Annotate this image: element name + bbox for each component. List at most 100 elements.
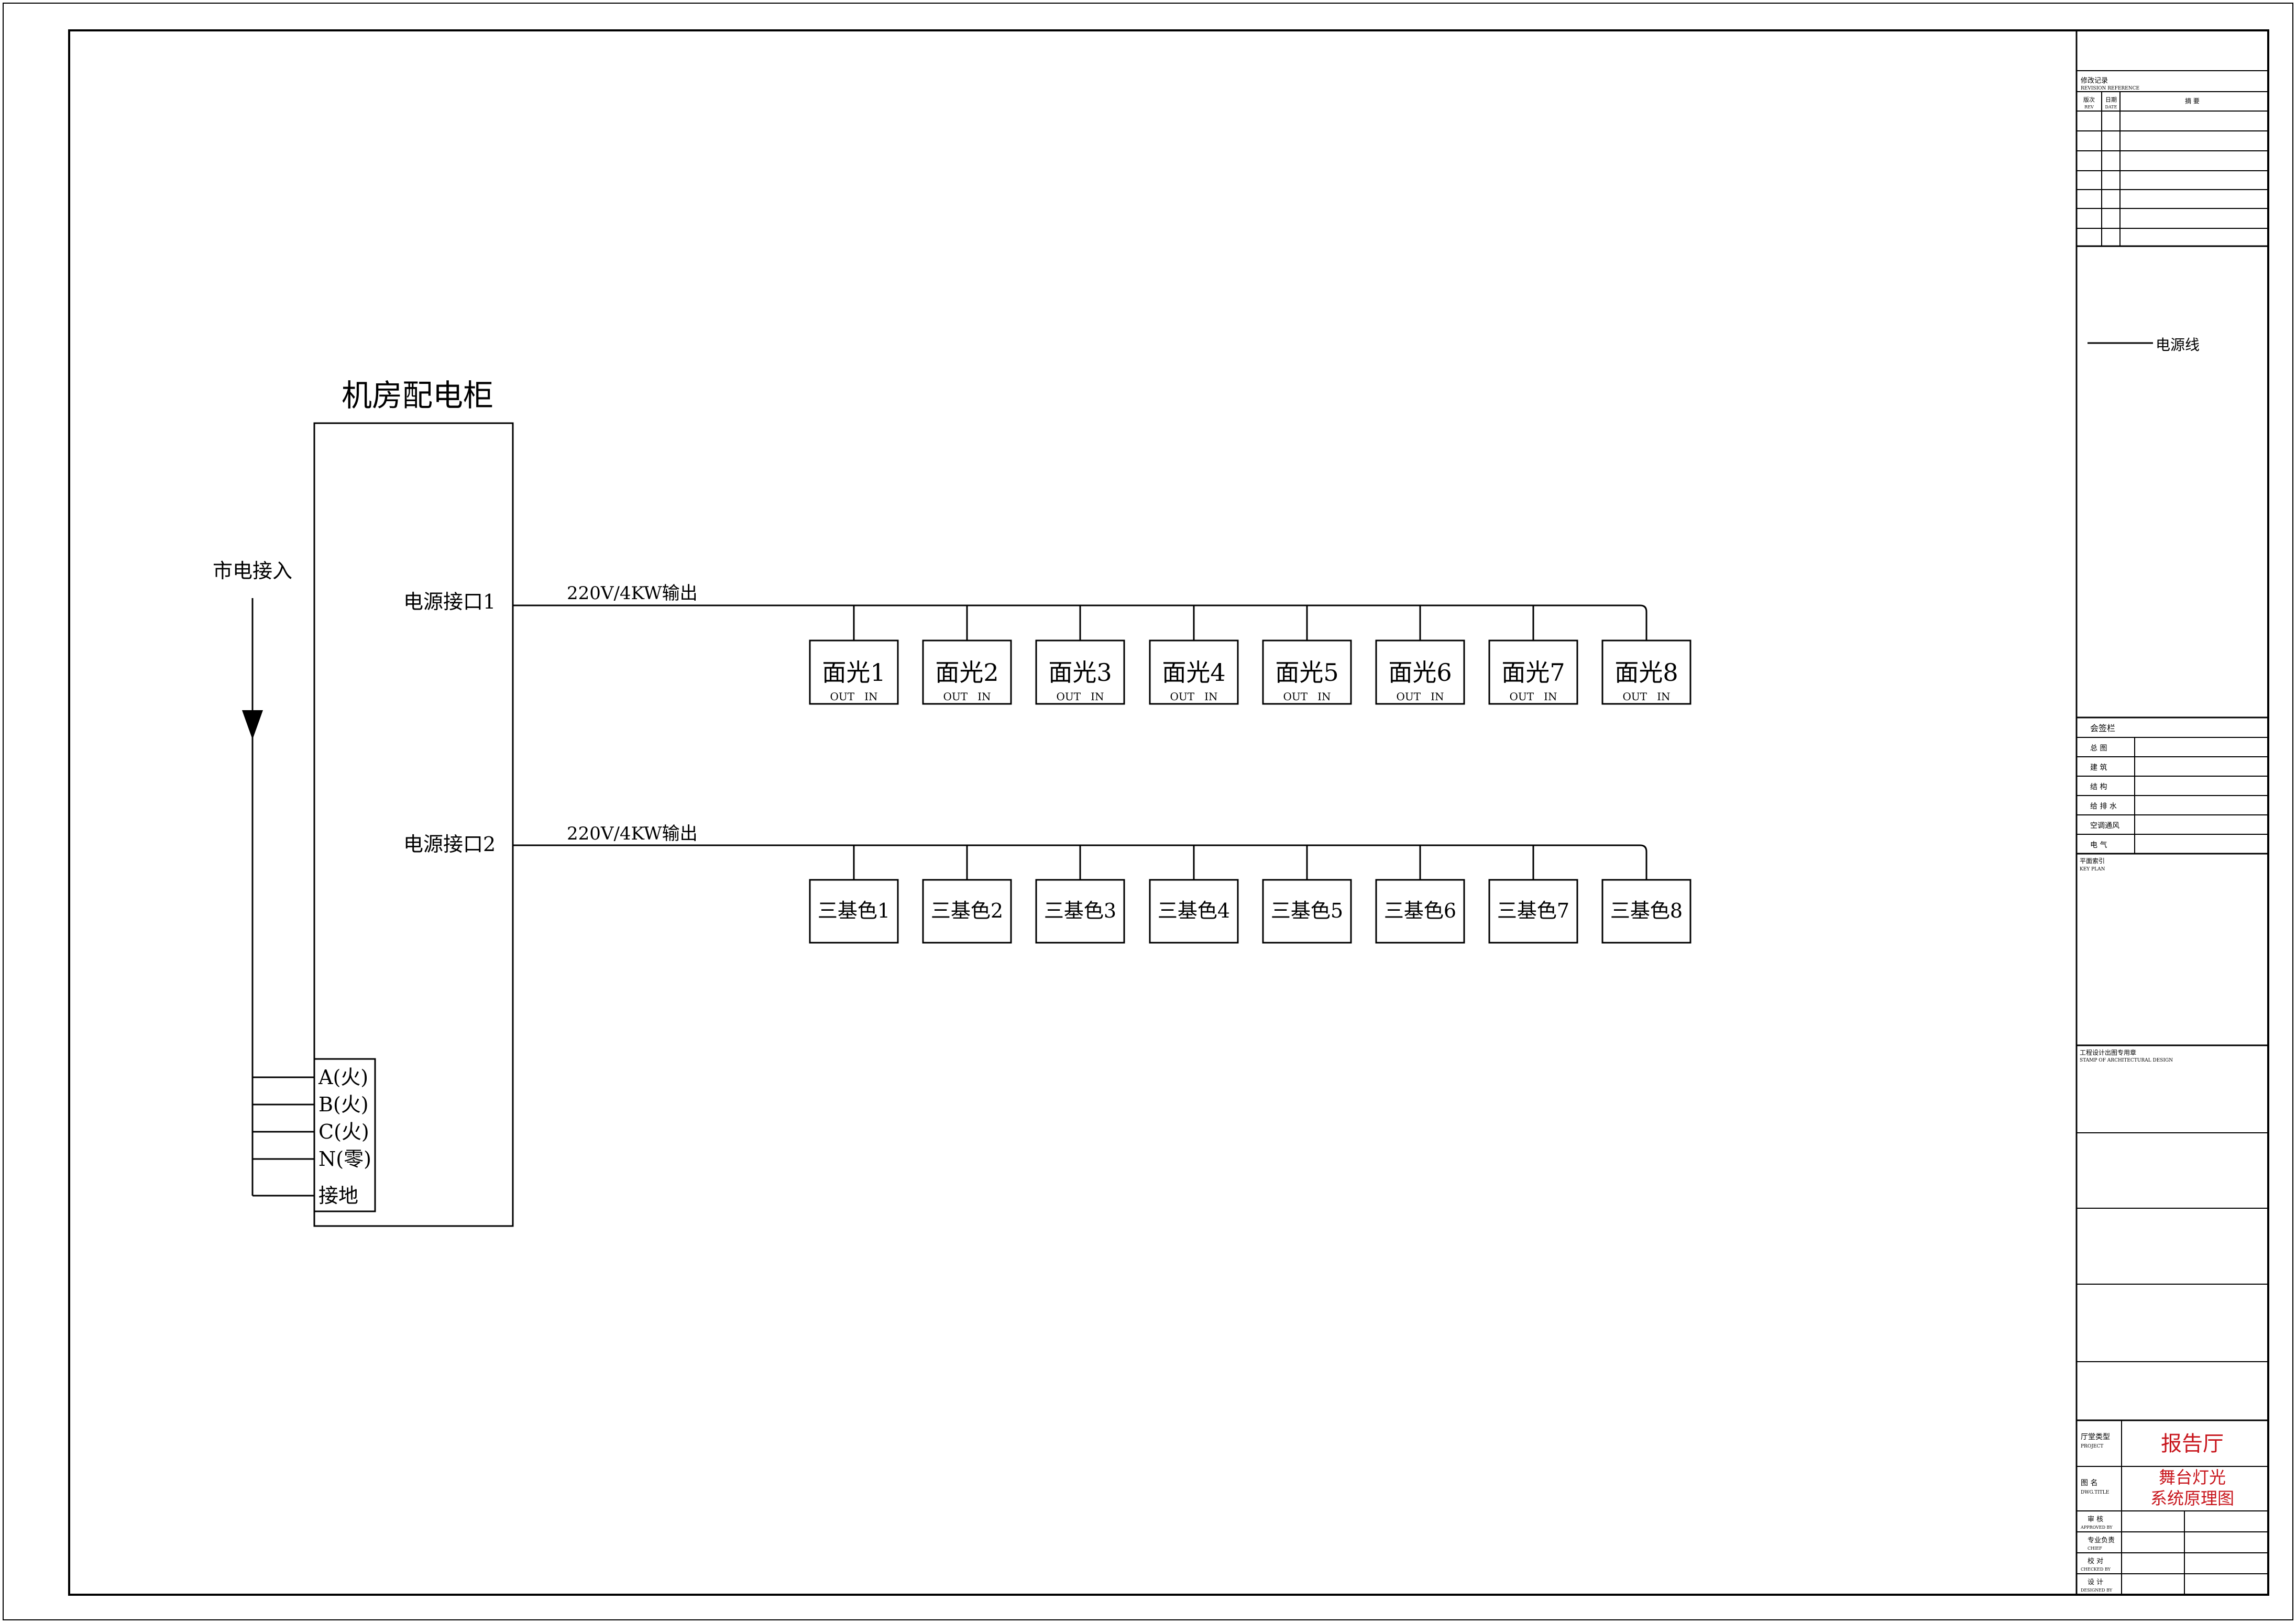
device-port-label: OUT IN (830, 690, 877, 703)
stamp-label: 工程设计出图专用章 (2080, 1048, 2136, 1056)
key-plan-label-en: KEY PLAN (2080, 867, 2105, 872)
device-label: 面光7 (1501, 658, 1565, 687)
device-port-label: OUT IN (1396, 690, 1444, 703)
device-box (1601, 639, 1691, 705)
device-box (1149, 639, 1239, 705)
device-label: 面光6 (1388, 658, 1452, 687)
feeder-2-bus-end (1640, 844, 1647, 852)
device-box (1262, 639, 1352, 705)
project-label: 厅堂类型 (2081, 1433, 2110, 1441)
port1-label: 电源接口1 (403, 590, 496, 613)
rev-col-summary: 摘 要 (2185, 97, 2200, 105)
rev-col-rev: 版次 (2083, 96, 2095, 103)
device-label: 三基色4 (1158, 899, 1230, 922)
device-box (809, 639, 899, 705)
device-label: 三基色1 (818, 899, 890, 922)
mains-arrow (242, 710, 263, 739)
device-label: 三基色3 (1044, 899, 1116, 922)
device-label: 三基色7 (1497, 899, 1569, 922)
device-label: 面光5 (1275, 658, 1338, 687)
cabinet-title: 机房配电柜 (342, 378, 493, 413)
feeder-1-output-label: 220V/4KW输出 (567, 583, 698, 604)
stamp-label-en: STAMP OF ARCHITECTURAL DESIGN (2080, 1058, 2173, 1063)
approved-label-en: APPROVED BY (2080, 1525, 2113, 1530)
sign-row-hvac: 空调通风 (2090, 822, 2119, 830)
device-box (1488, 639, 1578, 705)
dwg-title-value-2: 系统原理图 (2150, 1488, 2234, 1508)
dwg-title-label: 图 名 (2081, 1479, 2097, 1487)
device-port-label: OUT IN (1056, 690, 1104, 703)
title-block-texts: 修改记录 REVISION REFERENCE 版次 REV 日期 DATE 摘… (2080, 77, 2234, 1593)
designed-label: 设 计 (2088, 1578, 2103, 1586)
chief-label-en: CHIEF (2088, 1546, 2102, 1551)
device-label: 三基色6 (1384, 899, 1456, 922)
approved-label: 审 核 (2088, 1516, 2103, 1523)
dwg-title-value-1: 舞台灯光 (2159, 1467, 2226, 1487)
device-label: 三基色5 (1271, 899, 1343, 922)
cabinet-box (313, 422, 514, 1227)
device-port-label: OUT IN (1509, 690, 1557, 703)
device-box (1488, 879, 1578, 944)
sign-header: 会签栏 (2090, 723, 2115, 733)
device-port-label: OUT IN (1622, 690, 1670, 703)
phase-ties (252, 1076, 314, 1197)
phase-label-0: A(火) (318, 1066, 368, 1089)
title-block (2075, 30, 2268, 1595)
device-box (1601, 879, 1691, 944)
mains-input: 市电接入 (213, 559, 314, 1197)
device-label: 面光1 (822, 658, 885, 687)
device-box (1375, 639, 1465, 705)
dwg-title-label-en: DWG.TITLE (2081, 1490, 2109, 1495)
sign-row-general: 总 图 (2090, 744, 2107, 753)
checked-label-en: CHECKED BY (2081, 1567, 2111, 1572)
project-value: 报告厅 (2161, 1432, 2224, 1456)
rev-col-date: 日期 (2105, 96, 2117, 103)
device-label: 面光8 (1614, 658, 1678, 687)
chief-label: 专业负责 (2088, 1537, 2115, 1544)
device-label: 面光2 (935, 658, 998, 687)
device-label: 面光4 (1162, 658, 1225, 687)
feeder-1-bus-end (1640, 604, 1647, 612)
rev-col-rev-en: REV (2084, 105, 2094, 109)
device-port-label: OUT IN (943, 690, 991, 703)
device-box (809, 879, 899, 944)
phase-label-1: B(火) (318, 1093, 369, 1116)
device-port-label: OUT IN (1170, 690, 1217, 703)
checked-label: 校 对 (2088, 1557, 2103, 1565)
device-box (1035, 639, 1125, 705)
device-box (1035, 879, 1125, 944)
sign-row-electrical: 电 气 (2090, 841, 2107, 849)
phase-labels: A(火)B(火)C(火)N(零)接地 (318, 1066, 371, 1207)
inner-frame (68, 29, 2269, 1596)
device-label: 三基色8 (1610, 899, 1683, 922)
device-box (1375, 879, 1465, 944)
revision-header: 修改记录 (2081, 77, 2108, 85)
device-label: 三基色2 (931, 899, 1003, 922)
phase-label-2: C(火) (318, 1120, 369, 1143)
mains-label: 市电接入 (213, 559, 292, 582)
feeder-2-devices: 三基色1 三基色2 三基色3 三基色4 三基色5 三基色6 三基色7 三基色8 (513, 844, 1691, 944)
sign-row-architecture: 建 筑 (2090, 764, 2107, 772)
designed-label-en: DESIGNED BY (2081, 1588, 2113, 1593)
phase-label-4: 接地 (318, 1184, 358, 1207)
device-box (1149, 879, 1239, 944)
sign-row-structure: 结 构 (2090, 783, 2107, 791)
phase-terminal-box (313, 1058, 376, 1212)
device-port-label: OUT IN (1283, 690, 1331, 703)
legend-power-line-label: 电源线 (2156, 336, 2200, 354)
device-box (922, 879, 1012, 944)
port2-label: 电源接口2 (403, 833, 496, 856)
feeder-2-output-label: 220V/4KW输出 (567, 823, 698, 844)
device-box (922, 639, 1012, 705)
key-plan-label: 平面索引 (2080, 857, 2105, 865)
distribution-cabinet: 机房配电柜 电源接口1 电源接口2 A(火)B(火)C(火)N(零)接地 (313, 378, 514, 1227)
rev-col-date-en: DATE (2105, 105, 2117, 109)
outer-frame (3, 3, 2293, 1620)
device-box (1262, 879, 1352, 944)
device-label: 面光3 (1048, 658, 1112, 687)
project-label-en: PROJECT (2081, 1444, 2103, 1449)
